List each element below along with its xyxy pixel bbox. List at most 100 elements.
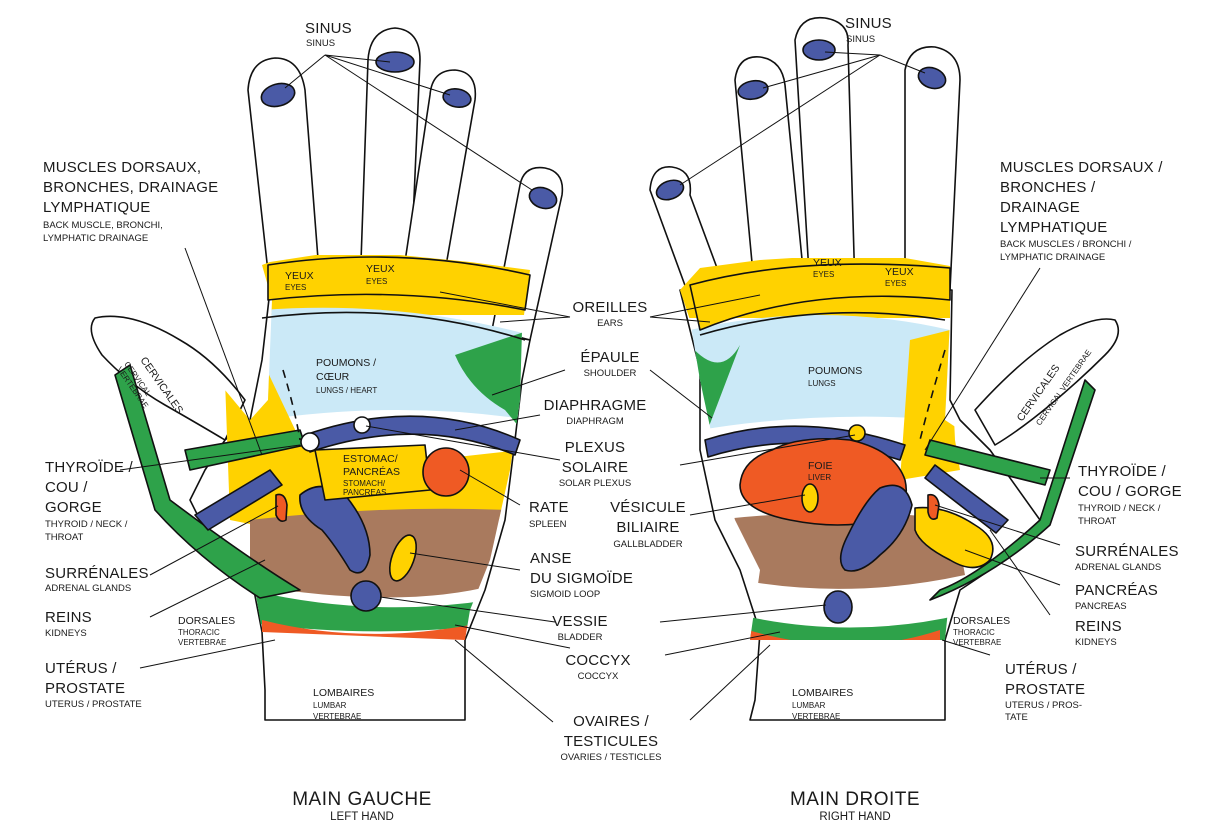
- svg-text:VESSIE: VESSIE: [552, 613, 607, 630]
- svg-text:GALLBLADDER: GALLBLADDER: [613, 539, 682, 550]
- svg-text:THYROÏDE /: THYROÏDE /: [1078, 463, 1166, 480]
- svg-text:VÉSICULE: VÉSICULE: [610, 499, 686, 516]
- svg-text:BRONCHES, DRAINAGE: BRONCHES, DRAINAGE: [43, 179, 218, 196]
- svg-text:DIAPHRAGM: DIAPHRAGM: [566, 416, 624, 427]
- svg-text:PANCRÉAS: PANCRÉAS: [343, 465, 400, 478]
- svg-text:REINS: REINS: [45, 609, 92, 626]
- svg-text:REINS: REINS: [1075, 618, 1122, 635]
- svg-text:YEUX: YEUX: [285, 270, 314, 282]
- svg-text:LUMBAR: LUMBAR: [792, 701, 826, 710]
- svg-text:PANCREAS: PANCREAS: [1075, 601, 1127, 612]
- svg-text:KIDNEYS: KIDNEYS: [1075, 637, 1117, 648]
- svg-text:THORACIC: THORACIC: [178, 628, 220, 637]
- right-bladder: [824, 591, 852, 623]
- svg-text:EYES: EYES: [366, 277, 387, 286]
- svg-text:THYROID / NECK /: THYROID / NECK /: [1078, 503, 1161, 514]
- svg-text:LUNGS / HEART: LUNGS / HEART: [316, 386, 377, 395]
- svg-text:SOLAIRE: SOLAIRE: [562, 459, 628, 476]
- svg-text:VERTEBRAE: VERTEBRAE: [953, 638, 1001, 647]
- left-bladder: [351, 581, 381, 611]
- svg-text:SHOULDER: SHOULDER: [584, 368, 637, 379]
- svg-text:EYES: EYES: [885, 279, 906, 288]
- svg-text:RATE: RATE: [529, 499, 569, 516]
- svg-text:BACK MUSCLE, BRONCHI,: BACK MUSCLE, BRONCHI,: [43, 220, 163, 231]
- left-plexus-circle: [354, 417, 370, 433]
- svg-text:LYMPHATIC DRAINAGE: LYMPHATIC DRAINAGE: [1000, 252, 1105, 263]
- right-adrenal: [928, 495, 939, 519]
- svg-text:PANCRÉAS: PANCRÉAS: [1075, 582, 1158, 599]
- svg-text:GORGE: GORGE: [45, 499, 102, 516]
- svg-text:COU /: COU /: [45, 479, 88, 496]
- svg-text:OVAIRES /: OVAIRES /: [573, 713, 649, 730]
- svg-text:SIGMOID LOOP: SIGMOID LOOP: [530, 589, 600, 600]
- svg-text:SPLEEN: SPLEEN: [529, 519, 567, 530]
- svg-text:COCCYX: COCCYX: [565, 652, 630, 669]
- svg-text:PLEXUS: PLEXUS: [565, 439, 625, 456]
- svg-text:LOMBAIRES: LOMBAIRES: [792, 687, 853, 699]
- svg-text:DORSALES: DORSALES: [953, 615, 1010, 627]
- left-spleen: [423, 448, 469, 496]
- lh-title: MAIN GAUCHE: [292, 789, 432, 810]
- svg-text:YEUX: YEUX: [813, 257, 842, 269]
- svg-text:SOLAR PLEXUS: SOLAR PLEXUS: [559, 478, 631, 489]
- svg-text:LIVER: LIVER: [808, 473, 831, 482]
- svg-text:UTERUS / PROS-: UTERUS / PROS-: [1005, 700, 1082, 711]
- svg-text:STOMACH/: STOMACH/: [343, 479, 386, 488]
- svg-text:VERTEBRAE: VERTEBRAE: [313, 712, 361, 721]
- svg-text:LYMPHATIQUE: LYMPHATIQUE: [1000, 219, 1108, 236]
- svg-text:DIAPHRAGME: DIAPHRAGME: [544, 397, 647, 414]
- svg-text:COU / GORGE: COU / GORGE: [1078, 483, 1182, 500]
- svg-text:BRONCHES /: BRONCHES /: [1000, 179, 1096, 196]
- svg-text:OVARIES / TESTICLES: OVARIES / TESTICLES: [560, 752, 661, 763]
- lh-estomac: ESTOMAC/: [343, 453, 398, 465]
- svg-text:ÉPAULE: ÉPAULE: [580, 349, 639, 366]
- svg-text:ADRENAL GLANDS: ADRENAL GLANDS: [1075, 562, 1161, 573]
- svg-text:COCCYX: COCCYX: [578, 671, 619, 682]
- svg-text:DRAINAGE: DRAINAGE: [1000, 199, 1080, 216]
- svg-text:LUMBAR: LUMBAR: [313, 701, 347, 710]
- rh-foie: FOIE: [808, 460, 833, 472]
- rh-poumons: POUMONS: [808, 365, 862, 377]
- svg-text:EYES: EYES: [813, 270, 834, 279]
- lh-sinus: SINUS: [305, 20, 352, 37]
- svg-text:LYMPHATIQUE: LYMPHATIQUE: [43, 199, 151, 216]
- svg-text:SURRÉNALES: SURRÉNALES: [45, 565, 149, 582]
- svg-text:UTÉRUS /: UTÉRUS /: [1005, 661, 1077, 678]
- svg-text:MUSCLES DORSAUX /: MUSCLES DORSAUX /: [1000, 159, 1163, 176]
- svg-text:ADRENAL GLANDS: ADRENAL GLANDS: [45, 583, 131, 594]
- svg-text:THYROÏDE /: THYROÏDE /: [45, 459, 133, 476]
- svg-text:THORACIC: THORACIC: [953, 628, 995, 637]
- svg-text:PROSTATE: PROSTATE: [1005, 681, 1085, 698]
- svg-text:THYROID / NECK /: THYROID / NECK /: [45, 519, 128, 530]
- svg-text:LEFT HAND: LEFT HAND: [330, 811, 394, 823]
- left-thumb: [91, 316, 245, 440]
- svg-text:DU SIGMOÏDE: DU SIGMOÏDE: [530, 570, 633, 587]
- svg-text:THROAT: THROAT: [1078, 516, 1117, 527]
- svg-text:DORSALES: DORSALES: [178, 615, 235, 627]
- svg-text:YEUX: YEUX: [885, 266, 914, 278]
- svg-text:EYES: EYES: [285, 283, 306, 292]
- svg-text:LOMBAIRES: LOMBAIRES: [313, 687, 374, 699]
- svg-text:EARS: EARS: [597, 318, 623, 329]
- right-gallbladder: [802, 484, 818, 512]
- svg-text:PANCREAS: PANCREAS: [343, 488, 386, 497]
- svg-text:SINUS: SINUS: [846, 34, 875, 45]
- left-adrenal: [276, 494, 287, 521]
- svg-text:PROSTATE: PROSTATE: [45, 680, 125, 697]
- svg-text:SURRÉNALES: SURRÉNALES: [1075, 543, 1179, 560]
- svg-text:CŒUR: CŒUR: [316, 371, 350, 383]
- svg-text:SINUS: SINUS: [306, 38, 335, 49]
- svg-text:BILIAIRE: BILIAIRE: [616, 519, 679, 536]
- svg-text:VERTEBRAE: VERTEBRAE: [792, 712, 840, 721]
- lh-poumons: POUMONS /: [316, 357, 376, 369]
- svg-text:BLADDER: BLADDER: [558, 632, 603, 643]
- svg-text:BACK MUSCLES / BRONCHI /: BACK MUSCLES / BRONCHI /: [1000, 239, 1132, 250]
- lh-muscles: MUSCLES DORSAUX,: [43, 159, 201, 176]
- svg-text:YEUX: YEUX: [366, 263, 395, 275]
- svg-text:THROAT: THROAT: [45, 532, 84, 543]
- svg-text:VERTEBRAE: VERTEBRAE: [178, 638, 226, 647]
- svg-text:LUNGS: LUNGS: [808, 379, 836, 388]
- svg-text:RIGHT HAND: RIGHT HAND: [819, 811, 890, 823]
